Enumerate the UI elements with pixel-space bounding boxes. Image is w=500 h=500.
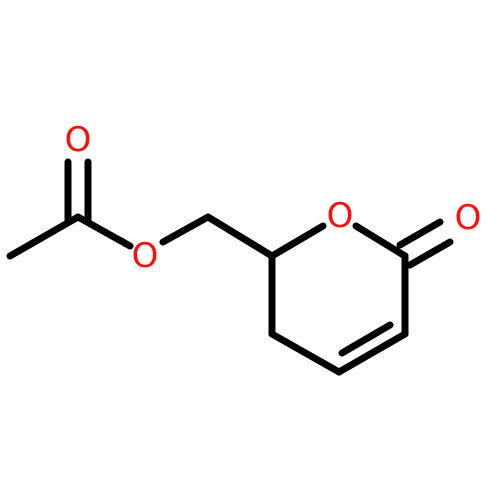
bond-ch2-ring: [204, 213, 276, 260]
bond-c3-c4: [335, 330, 409, 376]
bond-c4-c5: [268, 330, 343, 376]
bond-lactone-co-double-a: [396, 218, 444, 249]
bond-carbonyl-ester-o: [74, 213, 134, 250]
atom-carbonyl-oxygen-ester: O: [65, 120, 92, 160]
atom-labels: O O O O: [65, 120, 482, 276]
bond-c3-c4-inner: [338, 321, 394, 357]
bond-methyl-carbonyl: [6, 213, 82, 260]
bond-ring-c6-o: [268, 222, 327, 260]
bond-ester-o-ch2: [159, 213, 212, 246]
bond-ring-o-c2: [352, 222, 409, 260]
bond-lactone-co-double-b: [406, 238, 454, 269]
atom-ester-oxygen: O: [132, 236, 159, 276]
atom-ring-oxygen: O: [327, 196, 354, 236]
bonds: [6, 158, 454, 376]
atom-carbonyl-oxygen-lactone: O: [455, 198, 482, 238]
